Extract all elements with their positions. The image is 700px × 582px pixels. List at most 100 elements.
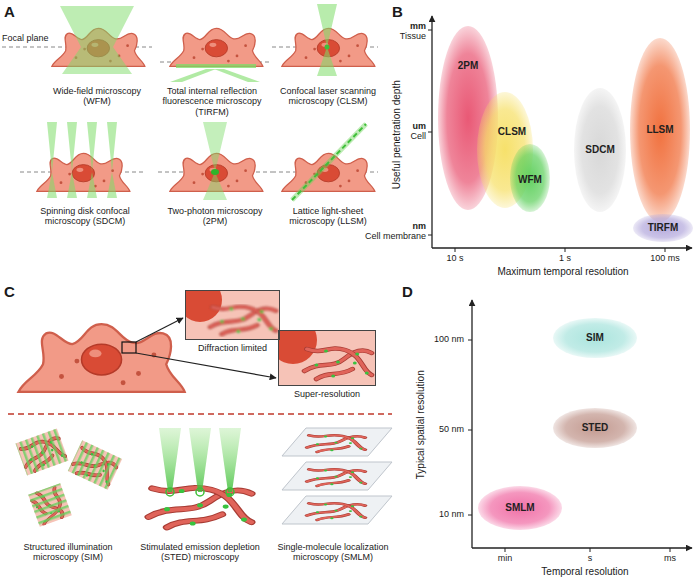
axis-tick bbox=[590, 548, 591, 552]
donut-spot bbox=[226, 488, 234, 496]
panel-letter: A bbox=[4, 3, 15, 20]
technique-label: 2PM bbox=[458, 60, 479, 72]
nucleus bbox=[185, 290, 222, 322]
axis-title: Typical spatial resolution bbox=[414, 371, 426, 480]
axis-tick-label: min bbox=[498, 553, 513, 563]
axis-tick-label: um bbox=[413, 121, 427, 131]
illumination-pattern bbox=[28, 483, 72, 527]
y-axis bbox=[471, 300, 472, 548]
technique-label: STED bbox=[582, 422, 609, 434]
axis-tick bbox=[468, 515, 472, 516]
light-sheet bbox=[292, 124, 366, 200]
inset-image bbox=[185, 290, 280, 340]
axis-tick bbox=[565, 248, 566, 252]
technique-ellipse: STED bbox=[553, 408, 637, 448]
depletion-beam bbox=[159, 428, 181, 492]
axis-tick-label: s bbox=[588, 553, 593, 563]
axis-tick-label: 100 nm bbox=[434, 334, 464, 344]
blurred-filaments bbox=[210, 307, 275, 334]
zoom-arrow bbox=[136, 353, 276, 378]
technique-range bbox=[633, 214, 693, 242]
technique-ellipse: SMLM bbox=[478, 486, 562, 530]
method-caption: Confocal laser scanning microscopy (CLSM… bbox=[274, 86, 382, 107]
inset-image bbox=[278, 330, 376, 386]
panel-letter: B bbox=[392, 3, 403, 20]
inset-frame bbox=[185, 290, 280, 340]
technique-range bbox=[478, 486, 562, 530]
method-caption: Total internal reflection fluorescence m… bbox=[152, 86, 272, 117]
technique-range bbox=[574, 88, 626, 212]
method-caption: Stimulated emission depletion (STED) mic… bbox=[134, 542, 266, 563]
inset-label: Super-resolution bbox=[278, 389, 376, 399]
sharp-filaments bbox=[304, 349, 371, 379]
axis-tick-label: nm bbox=[413, 221, 427, 231]
frame-plane bbox=[282, 462, 392, 490]
technique-label: SDCM bbox=[585, 144, 614, 156]
light-beam bbox=[47, 122, 117, 198]
focal-spot bbox=[211, 169, 219, 175]
technique-label: TIRFM bbox=[648, 222, 679, 234]
light-beam bbox=[60, 6, 134, 74]
donut-spot bbox=[196, 488, 204, 496]
sim-tile bbox=[16, 429, 69, 476]
axis-tick bbox=[665, 248, 666, 252]
light-beam bbox=[203, 122, 227, 200]
axis-tick bbox=[468, 430, 472, 431]
light-beam bbox=[170, 69, 216, 82]
illumination-pattern bbox=[68, 440, 122, 489]
filaments bbox=[307, 435, 365, 452]
zoom-inset: Super-resolution bbox=[278, 330, 376, 399]
axis-tick bbox=[455, 248, 456, 252]
frame-plane bbox=[282, 496, 392, 524]
tile-ground bbox=[28, 483, 72, 527]
sim-tile bbox=[28, 483, 72, 527]
filaments bbox=[307, 503, 365, 520]
axis-tick bbox=[428, 235, 432, 236]
axis-tick-label: 50 nm bbox=[439, 424, 464, 434]
method-caption: Spinning disk confocal microscopy (SDCM) bbox=[30, 206, 140, 227]
tile-ground bbox=[68, 440, 122, 489]
technique-label: LLSM bbox=[646, 124, 673, 136]
axis-title: Temporal resolution bbox=[541, 566, 628, 578]
technique-label: SIM bbox=[586, 332, 604, 344]
inset-label: Diffraction limited bbox=[185, 343, 280, 353]
nucleus bbox=[278, 330, 317, 364]
axis-tick-label: 1 s bbox=[559, 253, 571, 263]
tile-ground bbox=[16, 429, 69, 476]
inset-frame bbox=[278, 330, 376, 386]
technique-label: CLSM bbox=[498, 126, 526, 138]
technique-range bbox=[630, 38, 690, 222]
axis-tick-label: 10 s bbox=[446, 253, 463, 263]
zoom-inset: Diffraction limited bbox=[185, 290, 280, 353]
axis-tick-label: 10 nm bbox=[439, 509, 464, 519]
cell-drawing bbox=[18, 324, 184, 392]
evanescent-field bbox=[176, 64, 256, 68]
technique-label: SMLM bbox=[505, 502, 534, 514]
axis-tick-label: Tissue bbox=[400, 31, 426, 41]
cell-drawing bbox=[170, 28, 263, 66]
axis-tick bbox=[468, 340, 472, 341]
region-marker bbox=[122, 342, 136, 353]
panel-letter: D bbox=[402, 283, 413, 300]
technique-range bbox=[553, 408, 637, 448]
sim-tile bbox=[68, 440, 122, 489]
filaments bbox=[307, 469, 365, 486]
axis-tick bbox=[428, 30, 432, 31]
panel-divider bbox=[8, 413, 392, 415]
technique-ellipse: TIRFM bbox=[633, 214, 693, 242]
technique-range bbox=[553, 318, 637, 358]
axis-tick-label: ms bbox=[664, 553, 676, 563]
axis-title: Useful penetration depth bbox=[390, 81, 402, 190]
technique-ellipse: LLSM bbox=[630, 38, 690, 222]
illumination-pattern bbox=[16, 429, 69, 476]
method-caption: Single-molecule localization microscopy … bbox=[271, 542, 395, 563]
axis-tick-label: 100 ms bbox=[650, 253, 680, 263]
panel-letter: C bbox=[4, 283, 15, 300]
technique-range bbox=[510, 144, 550, 212]
axis-tick-label: mm bbox=[410, 21, 426, 31]
technique-label: WFM bbox=[518, 174, 542, 186]
method-caption: Structured illumination microscopy (SIM) bbox=[8, 542, 128, 563]
method-caption: Lattice light-sheet microscopy (LLSM) bbox=[274, 206, 382, 227]
technique-ellipse: SDCM bbox=[574, 88, 626, 212]
axis-tick-label: Cell bbox=[410, 131, 426, 141]
